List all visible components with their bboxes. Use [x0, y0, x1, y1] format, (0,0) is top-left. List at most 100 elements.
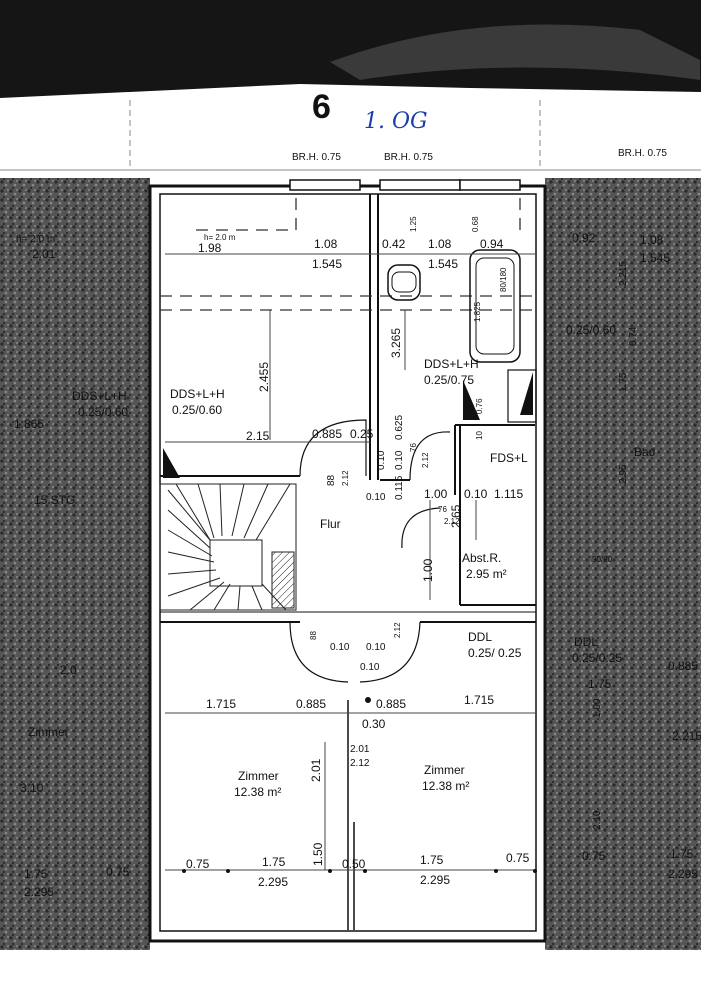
neighbor-dim: 0.885	[668, 659, 698, 673]
sill-height-label: BR.H. 0.75	[618, 148, 667, 159]
dim-label: 2.01	[350, 744, 370, 755]
door-swings	[289, 419, 451, 683]
dim-label: 2.12	[421, 452, 430, 468]
dim-label: 3.265	[389, 328, 403, 358]
neighbor-fixture-size: 90/90	[592, 555, 613, 564]
dim-label: 1.98	[198, 241, 222, 255]
dim-label: 2.12	[393, 622, 402, 638]
neighbor-dim: 2.215	[672, 729, 701, 743]
neighbor-label: 15 STG	[34, 493, 75, 507]
page-number: 6	[312, 88, 331, 126]
neighbor-dim: 1.75	[618, 372, 629, 392]
neighbor-dim: 1.08	[640, 233, 664, 247]
neighbor-window-size: 0.25/0.25	[572, 651, 622, 665]
dim-label: 0.885	[312, 427, 342, 441]
neighbor-dim: h= 2.0 m	[16, 234, 55, 245]
window-size-label: 0.25/0.60	[172, 403, 222, 417]
dim-label: 0.68	[471, 216, 480, 232]
dim-label: 0.42	[382, 237, 406, 251]
neighbor-dim: 0.92	[572, 231, 596, 245]
room-name-flur: Flur	[320, 517, 341, 531]
dim-label: 0.30	[362, 717, 386, 731]
dim-label: 0.25	[350, 427, 374, 441]
dimension-ticks	[182, 697, 537, 873]
top-windows	[289, 179, 521, 191]
dim-label: 2.01	[309, 758, 323, 782]
dim-label: 0.885	[376, 697, 406, 711]
dim-label: 1.25	[409, 216, 418, 232]
window-size-label: 0.25/ 0.25	[468, 646, 522, 660]
dim-label: 10	[475, 431, 484, 440]
dim-label: 0.10	[360, 662, 380, 673]
room-name-zimmer-right: Zimmer	[424, 763, 465, 777]
scan-shadow-glow	[330, 24, 700, 80]
neighbor-dim: 0.75	[106, 865, 130, 879]
neighbor-window-label: DDS+L+H	[72, 389, 127, 403]
neighbor-dim: 0.74	[628, 326, 639, 346]
dim-label: 0.10	[366, 642, 386, 653]
toilet	[387, 264, 421, 301]
neighbor-dim: 1.75	[588, 677, 612, 691]
dim-label: 0.50	[342, 857, 366, 871]
dim-label: 76	[438, 505, 447, 514]
dim-label: 2.12	[341, 470, 350, 486]
neighbor-dim: 3.10	[20, 781, 44, 795]
window-type-label: DDS+L+H	[170, 387, 225, 401]
neighbor-dim: 0.75	[582, 849, 606, 863]
room-area-abstellraum: 2.95 m²	[466, 567, 507, 581]
dim-label: 76	[409, 443, 418, 452]
dim-label: 1.715	[206, 697, 236, 711]
dim-label: 0.75	[506, 851, 530, 865]
dim-label: 1.545	[312, 257, 342, 271]
scan-shadow	[0, 0, 701, 98]
dim-label: 0.76	[475, 398, 484, 414]
dim-label: 0.94	[480, 237, 504, 251]
dim-label: 1.75	[262, 855, 286, 869]
neighbor-dim: 1.545	[640, 251, 670, 265]
window-type-label: DDS+L+H	[424, 357, 479, 371]
dim-label: 1.08	[428, 237, 452, 251]
neighbor-dim: 1.00	[592, 698, 603, 718]
room-area-zimmer-right: 12.38 m²	[422, 779, 469, 793]
dim-label: 2.295	[420, 873, 450, 887]
neighbor-dim: 2.215	[618, 261, 629, 286]
dim-label: 0.115	[394, 475, 405, 500]
staircase	[159, 483, 297, 611]
dim-label: h= 2.0 m	[204, 233, 236, 242]
dim-label: 88	[326, 474, 337, 486]
neighbor-window-size: 0.25/0.60	[566, 323, 616, 337]
neighbor-room-name: Zimmer	[28, 725, 69, 739]
neighbor-left-shade	[0, 178, 150, 950]
dim-label: 1.115	[494, 487, 523, 501]
dim-label: 2.15	[246, 429, 270, 443]
neighbor-right-shade	[545, 178, 701, 950]
dim-label: 2.295	[258, 875, 288, 889]
window-markers	[163, 372, 533, 478]
neighbor-window-label: DDL	[574, 635, 598, 649]
window-size-label: 0.25/0.75	[424, 373, 474, 387]
dim-label: 2.65	[449, 504, 463, 528]
bathtub-size: 80/180	[499, 267, 508, 292]
dim-label: 1.00	[421, 558, 435, 582]
room-name-abstellraum: Abst.R.	[462, 551, 501, 565]
top-guides	[0, 100, 701, 171]
dim-label: 0.885	[296, 697, 326, 711]
neighbor-dim: 2.295	[668, 867, 698, 881]
dim-label: 1.545	[428, 257, 458, 271]
dim-label: 0.10	[376, 450, 387, 470]
dim-label: 0.10	[366, 492, 386, 503]
dim-label: 2.455	[257, 362, 271, 392]
dim-label: 1.715	[464, 693, 494, 707]
dim-label: 1.08	[314, 237, 338, 251]
neighbor-window-size: 0.25/0.60	[78, 405, 128, 419]
dim-label: 0.10	[394, 450, 405, 470]
dim-label: 2.12	[444, 517, 460, 526]
neighbor-dim: 1.865	[14, 417, 44, 431]
floor-label: 1. OG	[364, 109, 428, 134]
room-area-zimmer-left: 12.38 m²	[234, 785, 281, 799]
interior-walls	[160, 194, 536, 930]
slope-lines	[160, 198, 536, 311]
neighbor-dim: 2.95	[618, 464, 629, 484]
window-type-label: DDL	[468, 630, 492, 644]
